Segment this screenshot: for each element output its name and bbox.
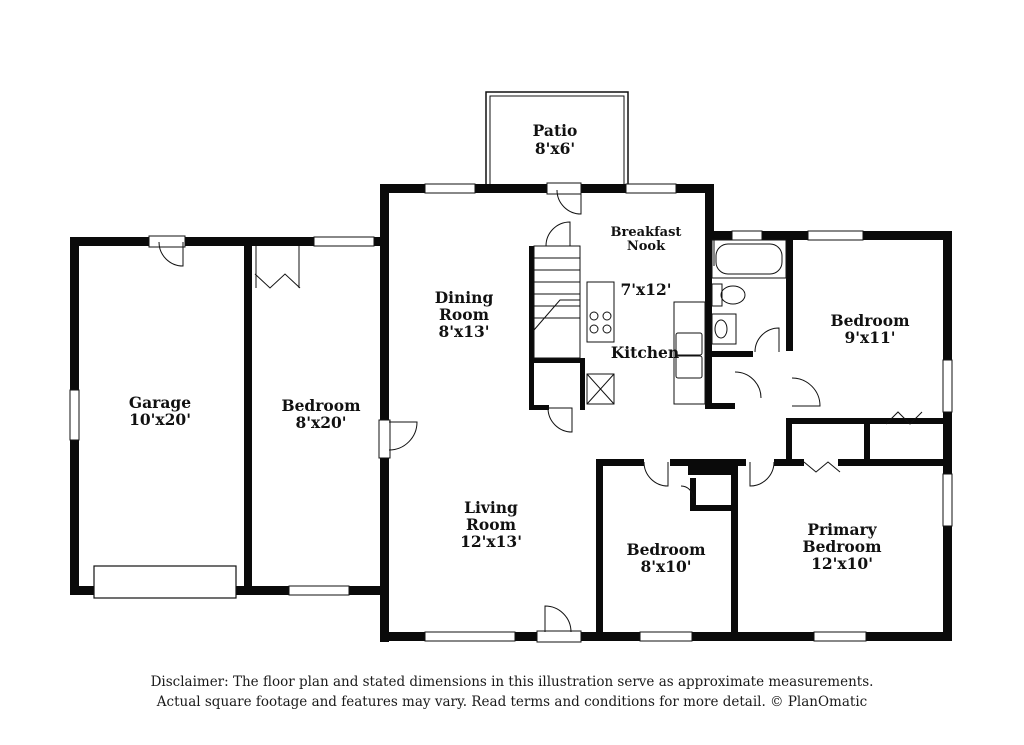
primary-bedroom-name-line2: Bedroom: [802, 537, 882, 556]
breakfast-nook-name-line2: Nook: [627, 239, 666, 254]
doors: [148, 182, 821, 643]
dining-room-name-line2: Room: [439, 305, 490, 324]
vanity-icon: [711, 313, 737, 345]
primary-bedroom-dims: 12'x10': [811, 554, 873, 573]
windows: [69, 183, 953, 642]
primary-bedroom-name-line1: Primary: [807, 520, 877, 539]
kitchen-counter: [673, 301, 706, 405]
disclaimer-line1: Disclaimer: The floor plan and stated di…: [150, 674, 874, 690]
garage-name: Garage: [129, 393, 191, 412]
bathtub-icon: [711, 239, 787, 279]
living-room-name-line1: Living: [464, 498, 518, 517]
kitchen-dims: 7'x12': [620, 280, 671, 299]
breakfast-nook-name-line1: Breakfast: [611, 225, 682, 240]
range-icon: [586, 281, 615, 343]
bedroom-east-name: Bedroom: [830, 311, 910, 330]
disclaimer-line2: Actual square footage and features may v…: [156, 694, 868, 710]
patio-name: Patio: [533, 121, 578, 140]
bedroom-south-name: Bedroom: [626, 540, 706, 559]
bedroom-south-dims: 8'x10': [640, 557, 691, 576]
dining-room-name-line1: Dining: [435, 288, 494, 307]
bedroom-east-dims: 9'x11': [844, 328, 895, 347]
room-labels: Patio 8'x6' Breakfast Nook 7'x12' Kitche…: [129, 121, 910, 576]
living-room-name-line2: Room: [466, 515, 517, 534]
garage-dims: 10'x20': [129, 410, 191, 429]
kitchen-name: Kitchen: [611, 343, 679, 362]
patio-dims: 8'x6': [535, 139, 575, 158]
stairs-icon: [533, 245, 581, 359]
bedroom-west-name: Bedroom: [281, 396, 361, 415]
living-room-dims: 12'x13': [460, 532, 522, 551]
dishwasher-icon: [586, 373, 615, 405]
sink-icon: [675, 332, 703, 379]
bifold-doors: [254, 246, 923, 473]
dining-room-dims: 8'x13': [438, 322, 489, 341]
toilet-icon: [711, 283, 746, 307]
bedroom-west-dims: 8'x20': [295, 413, 346, 432]
